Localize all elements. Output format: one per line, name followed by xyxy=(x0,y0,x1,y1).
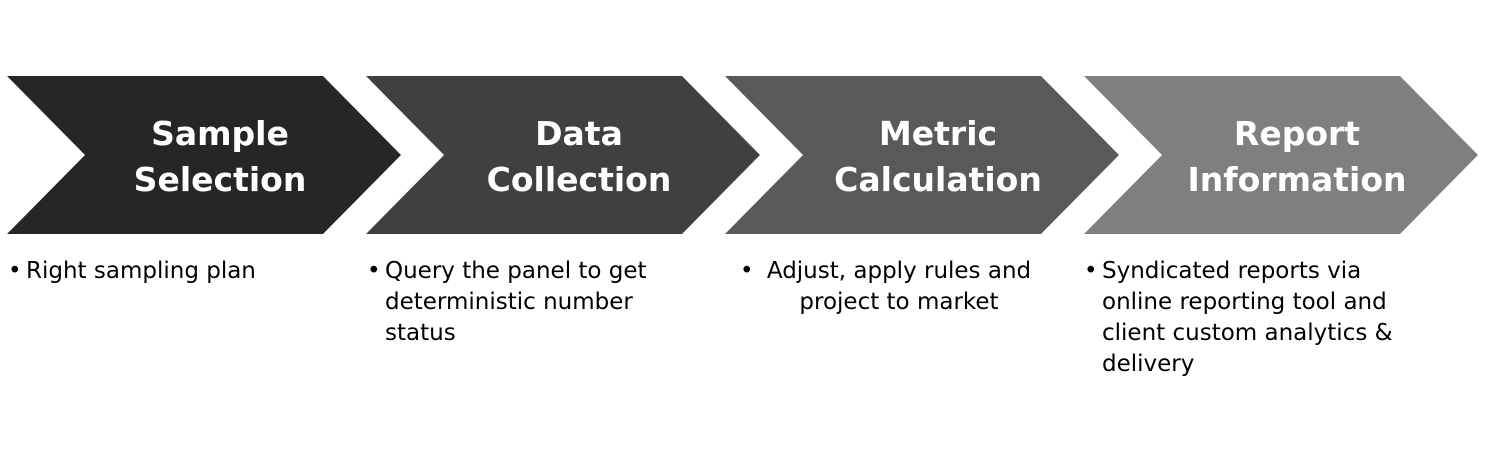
chevron-fill-step-3 xyxy=(725,76,1119,234)
step-4-title: Report Information xyxy=(1187,114,1407,199)
step-2-bullet-item: Query the panel to get deterministic num… xyxy=(367,256,667,349)
chevron-fill-step-4 xyxy=(1084,76,1478,234)
step-2-bullet-text: Query the panel to get deterministic num… xyxy=(385,258,647,346)
chevron-step-1: Sample Selection xyxy=(7,76,403,234)
chevron-step-3: Metric Calculation xyxy=(725,76,1121,234)
step-2-title: Data Collection xyxy=(486,114,672,199)
step-4-bullet-text: Syndicated reports via online reporting … xyxy=(1102,258,1393,377)
chevron-step-2: Data Collection xyxy=(366,76,762,234)
step-1-bullet-item: Right sampling plan xyxy=(8,256,328,287)
step-3-bullet-text: Adjust, apply rules and project to marke… xyxy=(766,258,1032,315)
chevron-shape-step-3 xyxy=(725,76,1119,234)
step-1-bullet-text: Right sampling plan xyxy=(26,258,256,284)
step-1-title: Sample Selection xyxy=(133,114,307,199)
chevron-fill-step-1 xyxy=(7,76,401,234)
chevron-shape-step-1 xyxy=(7,76,401,234)
chevron-shape-step-4 xyxy=(1084,76,1478,234)
step-3-bullet-item: Adjust, apply rules and project to marke… xyxy=(740,256,1040,318)
step-4-bullets: Syndicated reports via online reporting … xyxy=(1084,256,1404,380)
chevron-step-4: Report Information xyxy=(1084,76,1480,234)
step-2-bullets: Query the panel to get deterministic num… xyxy=(367,256,667,349)
chevron-shape-step-2 xyxy=(366,76,760,234)
step-3-title: Metric Calculation xyxy=(834,114,1042,199)
step-3-bullets: Adjust, apply rules and project to marke… xyxy=(740,256,1040,318)
step-1-bullets: Right sampling plan xyxy=(8,256,328,287)
chevron-fill-step-2 xyxy=(366,76,760,234)
step-4-bullet-item: Syndicated reports via online reporting … xyxy=(1084,256,1404,380)
